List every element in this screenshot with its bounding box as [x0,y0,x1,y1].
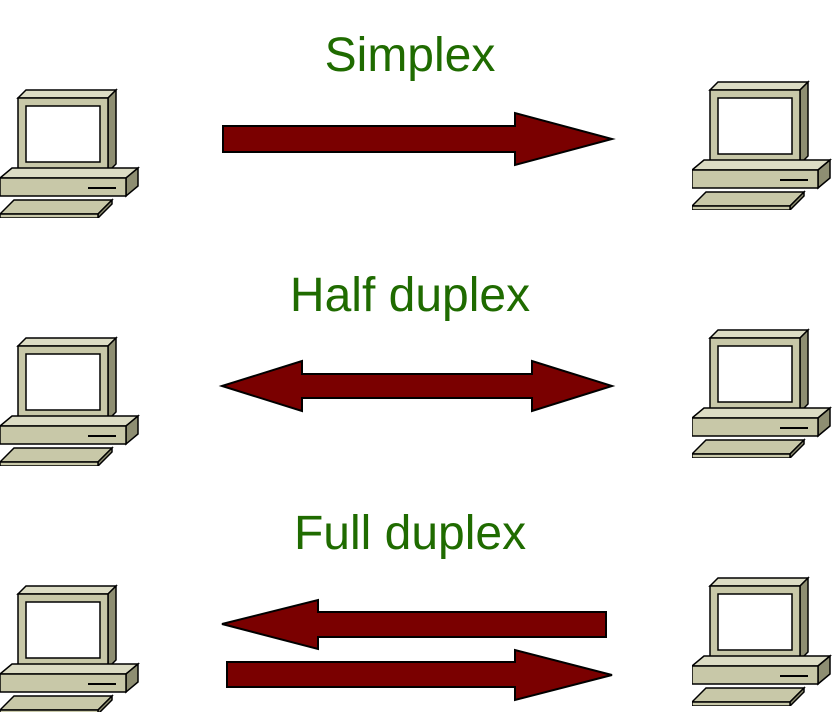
full-duplex-label: Full duplex [293,507,527,560]
half-duplex-label: Half duplex [289,269,531,322]
full-duplex-left-arrow [221,598,607,651]
simplex-right-arrow [222,111,616,167]
full-duplex-right-arrow [226,648,613,702]
simplex-label: Simplex [324,29,496,82]
half-duplex-bidirectional-arrow [218,359,616,413]
